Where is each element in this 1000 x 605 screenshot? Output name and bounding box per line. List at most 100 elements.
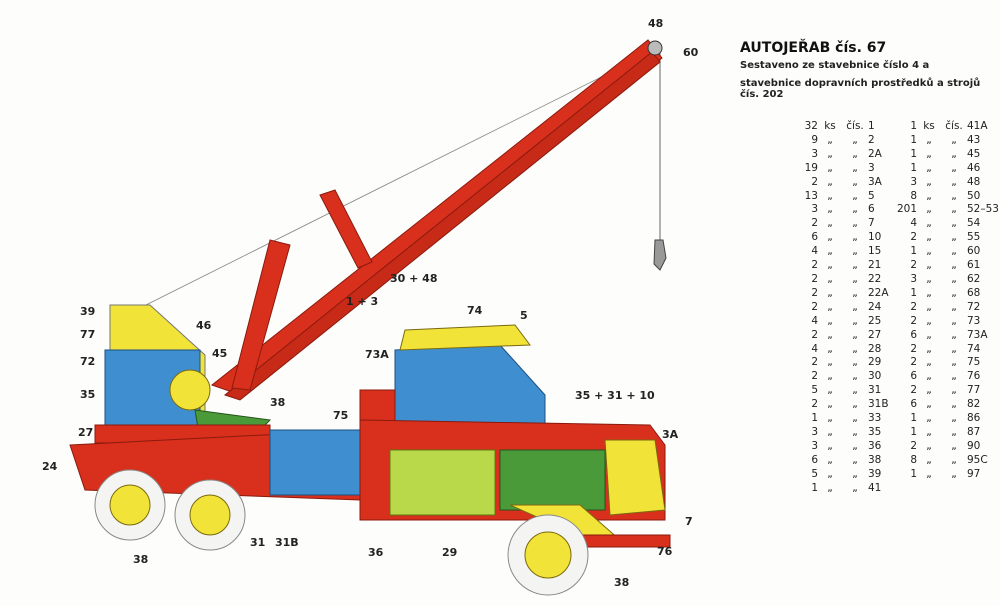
callout-75: 75 — [333, 409, 348, 422]
number-label: „ — [951, 342, 957, 355]
parts-row: 2„„30 — [796, 370, 908, 384]
parts-row: 2„„22A — [796, 287, 908, 301]
number-label: „ — [852, 203, 858, 216]
number-label: „ — [951, 425, 957, 438]
winch-drum — [169, 369, 211, 411]
parts-row: 8„„95C — [895, 454, 1000, 468]
parts-row: 2„„21 — [796, 259, 908, 273]
part-number: 60 — [967, 245, 981, 258]
side-panel-lime — [389, 449, 496, 516]
unit-label: „ — [926, 342, 932, 355]
unit-label: „ — [827, 342, 833, 355]
part-quantity: 1 — [910, 147, 917, 160]
part-number: 50 — [967, 189, 981, 202]
part-quantity: 3 — [811, 425, 818, 438]
parts-row: 1„„68 — [895, 287, 1000, 301]
parts-row: 4„„15 — [796, 245, 908, 259]
number-label: „ — [852, 272, 858, 285]
parts-row: 2„„77 — [895, 384, 1000, 398]
part-number: 1 — [868, 120, 875, 132]
part-number: 73 — [967, 314, 981, 327]
unit-label: „ — [926, 231, 932, 244]
part-number: 28 — [868, 342, 882, 355]
parts-row: 4„„28 — [796, 343, 908, 357]
part-number: 38 — [868, 453, 882, 466]
part-number: 31B — [868, 398, 889, 411]
part-quantity: 2 — [910, 384, 917, 397]
unit-label: „ — [827, 356, 833, 369]
unit-label: „ — [926, 314, 932, 327]
number-label: „ — [852, 147, 858, 160]
parts-row: 2„„7 — [796, 217, 908, 231]
unit-label: „ — [926, 370, 932, 383]
part-quantity: 3 — [910, 175, 917, 188]
unit-label: „ — [827, 425, 833, 438]
part-number: 48 — [967, 175, 981, 188]
parts-row: 6„„10 — [796, 231, 908, 245]
parts-row: 1„„46 — [895, 162, 1000, 176]
parts-row: 2„„22 — [796, 273, 908, 287]
part-quantity: 3 — [910, 272, 917, 285]
part-number: 43 — [967, 133, 981, 146]
number-label: „ — [951, 189, 957, 202]
parts-row: 2„„3A — [796, 176, 908, 190]
part-number: 24 — [868, 300, 882, 313]
part-quantity: 1 — [910, 245, 917, 258]
unit-label: „ — [926, 147, 932, 160]
number-label: „ — [852, 439, 858, 452]
part-number: 2A — [868, 147, 882, 160]
parts-row: 1„„33 — [796, 412, 908, 426]
part-number: 46 — [967, 161, 981, 174]
parts-row: 2„„29 — [796, 356, 908, 370]
boom-strut-2 — [231, 239, 291, 391]
part-number: 36 — [868, 439, 882, 452]
number-label: „ — [852, 467, 858, 480]
callout-29: 29 — [442, 546, 457, 559]
part-quantity: 4 — [910, 217, 917, 230]
part-quantity: 2 — [811, 356, 818, 369]
callout-38-rear: 38 — [133, 553, 148, 566]
part-quantity: 2 — [910, 342, 917, 355]
callout-73A: 73A — [365, 348, 389, 361]
callout-74: 74 — [467, 304, 483, 317]
unit-label: „ — [926, 384, 932, 397]
part-quantity: 2 — [811, 286, 818, 299]
parts-row: 1„„60 — [895, 245, 1000, 259]
parts-row: 5„„39 — [796, 468, 908, 482]
unit-label: „ — [827, 398, 833, 411]
part-number: 25 — [868, 314, 882, 327]
callout-48: 48 — [648, 17, 663, 30]
parts-row: 1„„86 — [895, 412, 1000, 426]
part-number: 95C — [967, 453, 988, 466]
part-quantity: 2 — [910, 314, 917, 327]
unit-label: „ — [827, 314, 833, 327]
part-number: 29 — [868, 356, 882, 369]
number-label: čís. — [846, 120, 864, 132]
unit-label: „ — [827, 481, 833, 494]
parts-row: 2„„24 — [796, 301, 908, 315]
callout-76: 76 — [657, 545, 673, 558]
part-number: 2 — [868, 133, 875, 146]
wheel-rear-2 — [174, 479, 246, 551]
number-label: „ — [951, 467, 957, 480]
callout-39: 39 — [80, 305, 95, 318]
unit-label: „ — [827, 300, 833, 313]
callout-45: 45 — [212, 347, 227, 360]
callout-7: 7 — [685, 515, 693, 528]
unit-label: „ — [827, 328, 833, 341]
part-number: 72 — [967, 300, 981, 313]
callout-77: 77 — [80, 328, 95, 341]
pulley-icon — [647, 40, 663, 56]
rear-platform — [269, 429, 361, 496]
page-title: AUTOJEŘAB čís. 67 — [740, 40, 887, 56]
parts-row: 201„„52–53 — [895, 203, 1000, 217]
unit-label: „ — [926, 439, 932, 452]
unit-label: „ — [827, 272, 833, 285]
part-quantity: 3 — [811, 439, 818, 452]
number-label: „ — [951, 245, 957, 258]
unit-label: „ — [827, 467, 833, 480]
unit-label: „ — [926, 259, 932, 272]
part-number: 74 — [967, 342, 981, 355]
